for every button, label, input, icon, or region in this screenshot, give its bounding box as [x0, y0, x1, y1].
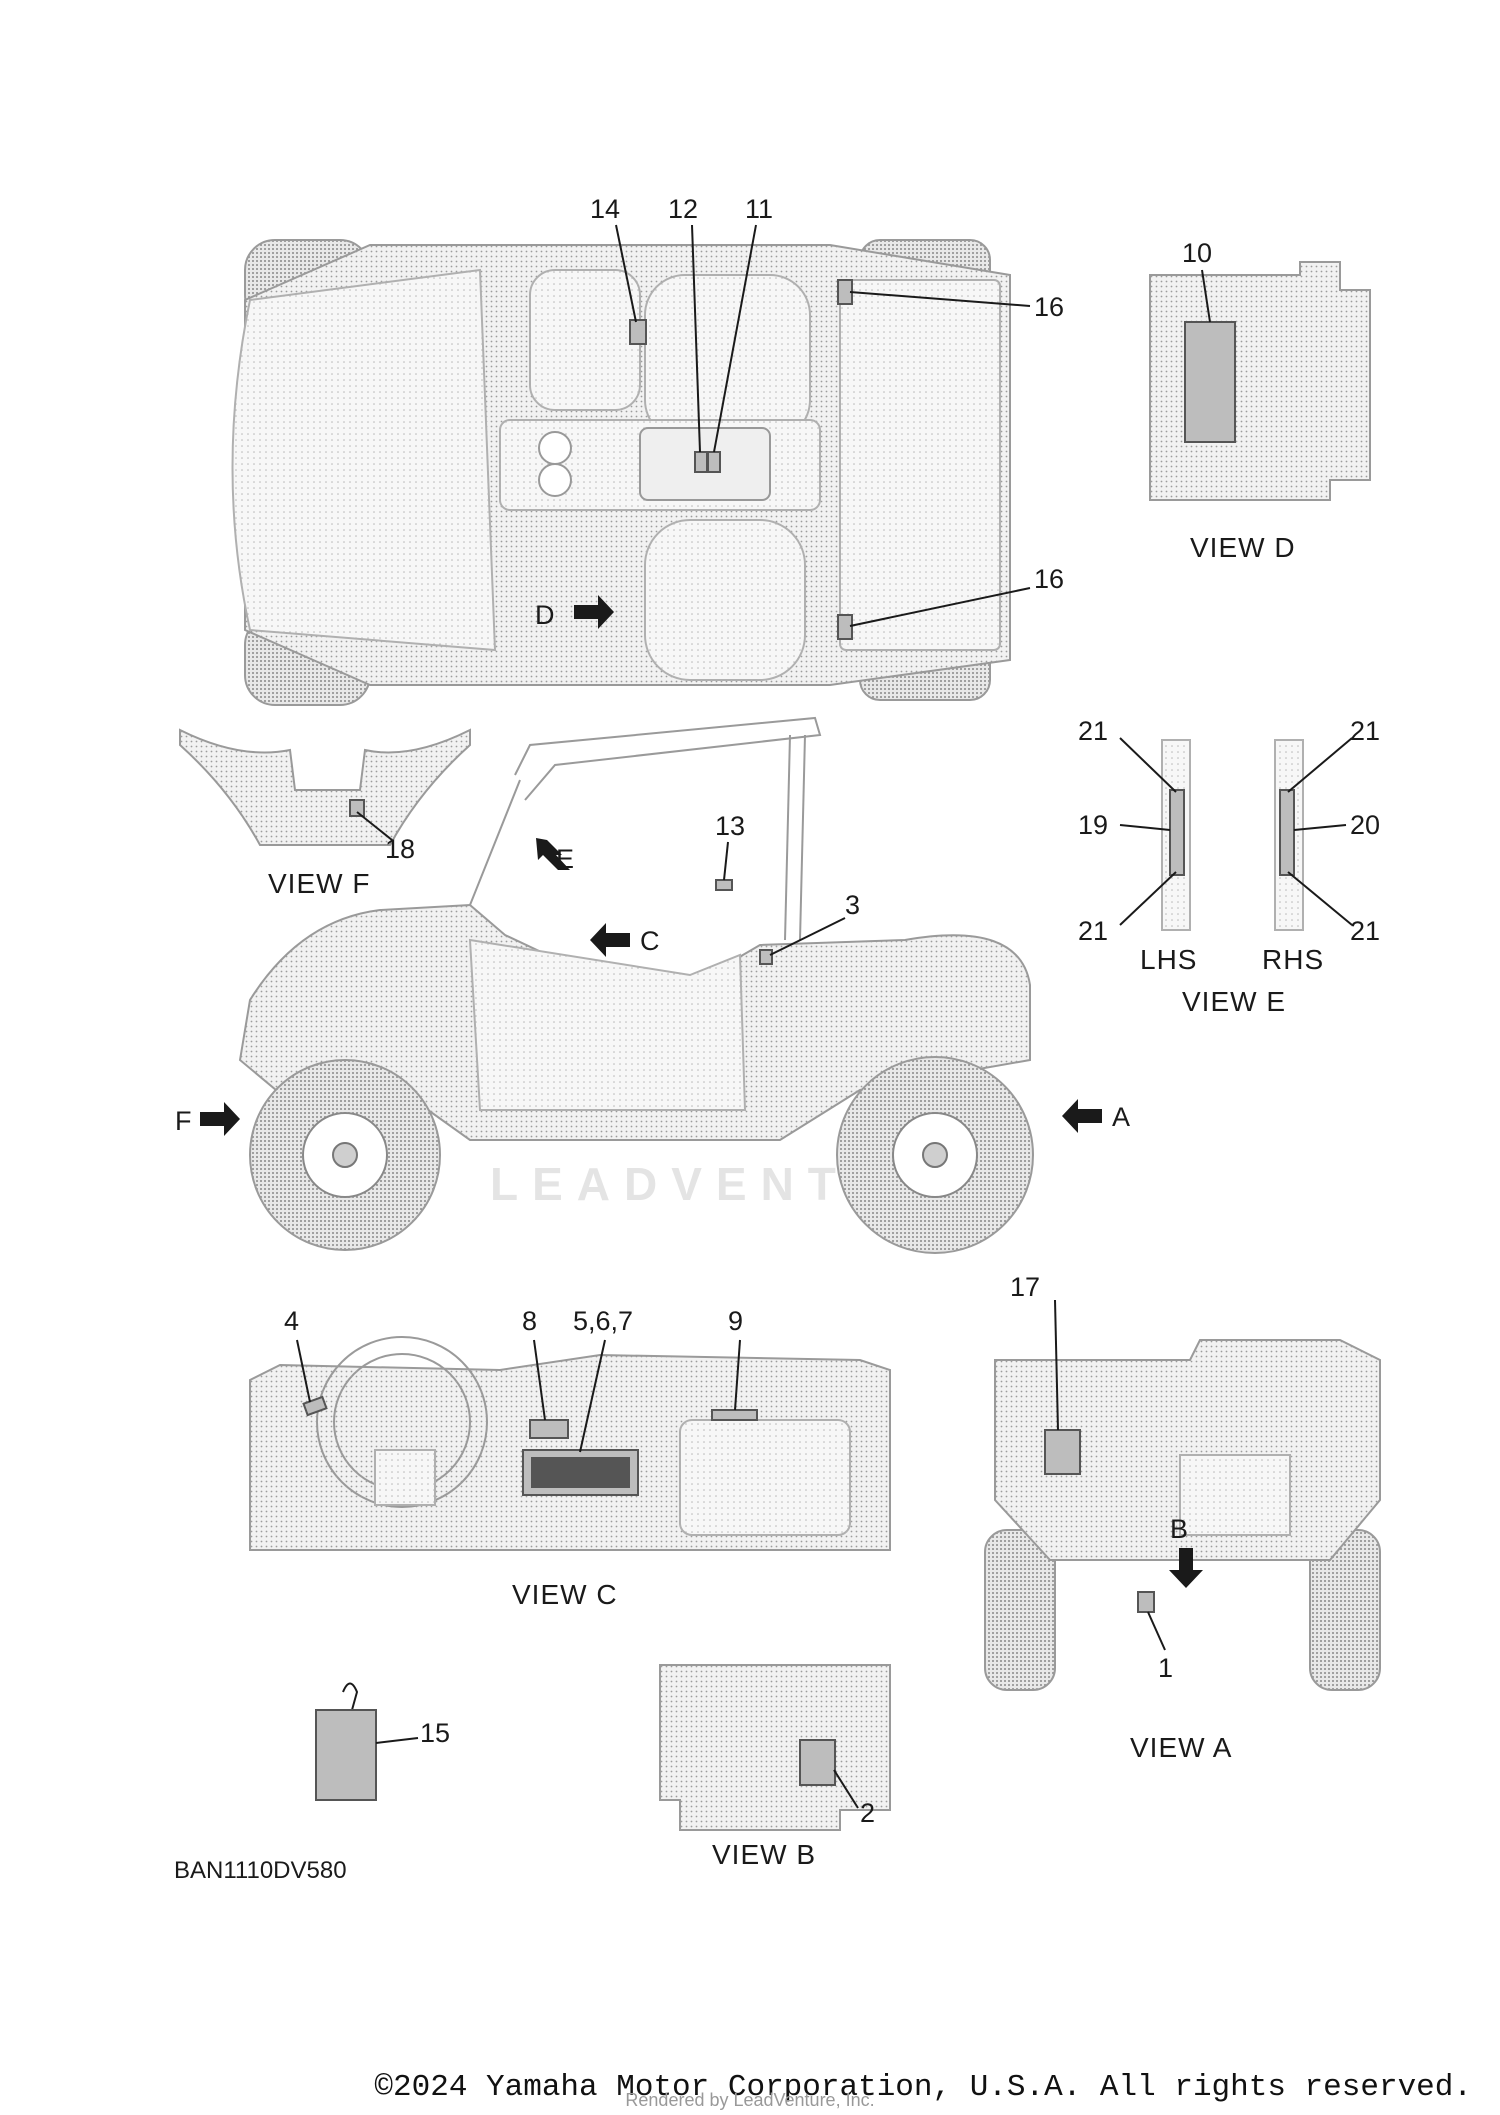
callout-17: 17 [1010, 1272, 1040, 1302]
label-12 [694, 451, 708, 473]
view-b-arrow-label: B [1170, 1514, 1188, 1544]
view-e-lhs: LHS [1140, 944, 1197, 975]
callout-10: 10 [1182, 238, 1212, 268]
callout-9: 9 [728, 1306, 743, 1336]
side-view: 13 3 E C A F [175, 716, 1130, 1254]
view-f: 18 VIEW F [179, 728, 471, 899]
view-c: 4 8 5,6,7 9 VIEW C [249, 1306, 891, 1610]
callout-15: 15 [420, 1718, 450, 1748]
view-f-title: VIEW F [268, 868, 370, 899]
callout-18: 18 [385, 834, 415, 864]
cargo-bed [839, 279, 1001, 651]
callout-8: 8 [522, 1306, 537, 1336]
view-f-arrow-label: F [175, 1106, 192, 1136]
callout-21-rhs-top: 21 [1350, 716, 1380, 746]
label-16-top [837, 279, 853, 305]
label-20 [1279, 789, 1295, 876]
view-e-rhs: RHS [1262, 944, 1324, 975]
label-14 [629, 319, 647, 345]
view-b-title: VIEW B [712, 1839, 816, 1870]
seat-right [644, 519, 806, 681]
view-f-arrow [200, 1102, 240, 1136]
rendered-by-credit: Rendered by LeadVenture, Inc. [625, 2090, 875, 2110]
rear-tire-left [984, 1529, 1056, 1691]
callout-12: 12 [668, 194, 698, 224]
callout-2: 2 [860, 1798, 875, 1828]
label-2 [799, 1739, 836, 1786]
view-e: 21 19 21 21 20 21 LHS RHS VIEW E [1078, 716, 1380, 1017]
view-e-arrow-label: E [556, 844, 574, 874]
callout-20: 20 [1350, 810, 1380, 840]
label-11 [707, 451, 721, 473]
callout-13: 13 [715, 811, 745, 841]
top-view: D 14 12 11 16 16 [231, 194, 1064, 706]
glove-box [679, 1419, 851, 1536]
view-e-title: VIEW E [1182, 986, 1286, 1017]
callout-19: 19 [1078, 810, 1108, 840]
side-door [468, 938, 747, 1111]
callout-21-rhs-bottom: 21 [1350, 916, 1380, 946]
callout-21-lhs-top: 21 [1078, 716, 1108, 746]
watermark: LEADVENT [490, 1158, 850, 1210]
label-3 [759, 949, 773, 965]
label-18 [349, 799, 365, 817]
view-e-arrow [536, 838, 570, 870]
label-1 [1137, 1591, 1155, 1613]
callout-14: 14 [590, 194, 620, 224]
callout-21-lhs-bottom: 21 [1078, 916, 1108, 946]
callout-3: 3 [845, 890, 860, 920]
view-d-title: VIEW D [1190, 532, 1296, 563]
label-19 [1169, 789, 1185, 876]
label-17 [1044, 1429, 1081, 1475]
view-c-title: VIEW C [512, 1579, 618, 1610]
seat-left [644, 274, 811, 441]
seat-left-back [529, 269, 641, 411]
view-b-arrow [1169, 1548, 1203, 1588]
callout-5-6-7: 5,6,7 [573, 1306, 633, 1336]
view-c-arrow [590, 923, 630, 957]
label-10 [1184, 321, 1236, 443]
copyright-notice: ©2024 Yamaha Motor Corporation, U.S.A. A… [374, 2070, 1472, 2105]
label-16-bottom [837, 614, 853, 640]
view-a-title: VIEW A [1130, 1732, 1232, 1763]
hang-tag: 15 [315, 1682, 450, 1801]
callout-16-top: 16 [1034, 292, 1064, 322]
callout-11: 11 [745, 194, 773, 224]
view-a-arrow [1062, 1099, 1102, 1133]
label-9 [711, 1409, 758, 1421]
view-a-arrow-label: A [1112, 1102, 1130, 1132]
view-d-arrow-label: D [535, 600, 555, 630]
hood [231, 268, 497, 652]
diagram-code: BAN1110DV580 [174, 1857, 347, 1884]
label-4 [302, 1395, 328, 1417]
view-b: 2 VIEW B [659, 1664, 891, 1870]
callout-4: 4 [284, 1306, 299, 1336]
view-d-arrow [574, 595, 614, 629]
label-8 [529, 1419, 569, 1439]
view-d: 10 VIEW D [1149, 238, 1371, 563]
view-a: B 17 1 VIEW A [984, 1272, 1381, 1763]
label-15 [315, 1709, 377, 1801]
steering-wheel [316, 1336, 488, 1508]
label-13 [715, 879, 733, 891]
callout-16-bottom: 16 [1034, 564, 1064, 594]
callout-1: 1 [1158, 1653, 1173, 1683]
view-c-arrow-label: C [640, 926, 660, 956]
